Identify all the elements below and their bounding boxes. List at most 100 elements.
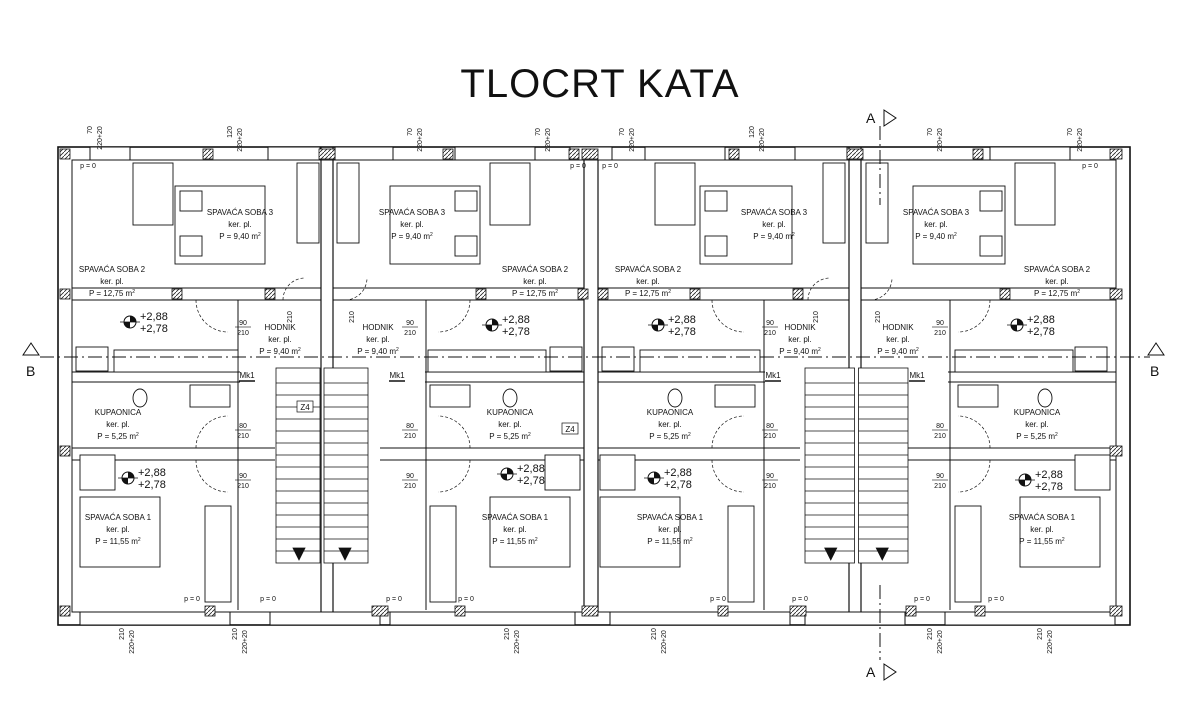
stair-arrow-icon xyxy=(338,547,352,561)
stair-flight xyxy=(323,367,369,564)
door-swings xyxy=(195,277,991,493)
section-lines xyxy=(40,126,1150,660)
room-floor: ker. pl. xyxy=(106,525,130,534)
room-floor: ker. pl. xyxy=(498,420,522,429)
stair-arrow-icon xyxy=(875,547,889,561)
room-name: KUPAONICA xyxy=(95,408,142,417)
parapet-label: p = 0 xyxy=(988,596,1004,603)
room-name: HODNIK xyxy=(264,323,296,332)
window-opening-label: 220+20 xyxy=(417,128,424,152)
room-area: P = 9,40 m2 xyxy=(779,347,821,356)
door-width-label: 90 xyxy=(239,320,247,327)
door-height-label: 210 xyxy=(764,483,776,490)
level-markers xyxy=(118,315,1035,487)
window-sill-label: 70 xyxy=(535,128,542,136)
parapet-label: p = 0 xyxy=(458,596,474,603)
level-marker xyxy=(120,315,140,329)
window-opening-label: 220+20 xyxy=(97,126,104,150)
level-marker xyxy=(497,467,517,481)
room-floor: ker. pl. xyxy=(1025,420,1049,429)
door-width-label: 90 xyxy=(766,320,774,327)
room-name: SPAVAĆA SOBA 2 xyxy=(1024,265,1091,274)
parapet-label: p = 0 xyxy=(570,163,586,170)
window-opening-label: 220+20 xyxy=(1047,630,1054,654)
level-marker xyxy=(1007,318,1027,332)
room-floor: ker. pl. xyxy=(400,220,424,229)
level-marker xyxy=(482,318,502,332)
stair-tag-box xyxy=(561,422,579,435)
room-name: SPAVAĆA SOBA 3 xyxy=(741,208,808,217)
window-opening-label: 220+20 xyxy=(937,128,944,152)
door-height-label: 210 xyxy=(404,330,416,337)
room-floor: ker. pl. xyxy=(523,277,547,286)
door-dim-vertical: 210 xyxy=(813,311,820,323)
door-width-label: 90 xyxy=(936,320,944,327)
door-height-label: 210 xyxy=(237,483,249,490)
room-area: P = 9,40 m2 xyxy=(877,347,919,356)
window-tag: Mk1 xyxy=(765,371,781,380)
stair-tag: Z4 xyxy=(565,425,575,434)
window-tag: Mk1 xyxy=(389,371,405,380)
window-height-label: 210 xyxy=(927,628,934,640)
columns xyxy=(59,148,1123,617)
level-value-bottom: +2,78 xyxy=(668,326,696,338)
door-width-label: 90 xyxy=(239,473,247,480)
room-area: P = 5,25 m2 xyxy=(649,432,691,441)
room-floor: ker. pl. xyxy=(268,335,292,344)
room-name: HODNIK xyxy=(882,323,914,332)
stair-arrow-icon xyxy=(292,547,306,561)
door-height-label: 210 xyxy=(764,330,776,337)
level-value-top: +2,88 xyxy=(140,311,168,323)
level-value-top: +2,88 xyxy=(664,467,692,479)
room-area: P = 12,75 m2 xyxy=(625,289,671,298)
window-height-label: 210 xyxy=(1037,628,1044,640)
level-value-top: +2,88 xyxy=(1035,469,1063,481)
room-name: SPAVAĆA SOBA 1 xyxy=(1009,513,1076,522)
window-tag: Mk1 xyxy=(239,371,255,380)
window-opening-label: 220+20 xyxy=(545,128,552,152)
parapet-label: p = 0 xyxy=(602,163,618,170)
room-name: KUPAONICA xyxy=(647,408,694,417)
window-opening-label: 220+20 xyxy=(759,128,766,152)
room-area: P = 11,55 m2 xyxy=(1019,537,1065,546)
section-markers xyxy=(22,109,1165,681)
level-value-bottom: +2,78 xyxy=(664,479,692,491)
door-width-label: 90 xyxy=(766,473,774,480)
level-value-bottom: +2,78 xyxy=(138,479,166,491)
door-height-label: 210 xyxy=(764,433,776,440)
room-floor: ker. pl. xyxy=(228,220,252,229)
room-area: P = 12,75 m2 xyxy=(1034,289,1080,298)
window-opening-label: 220+20 xyxy=(629,128,636,152)
room-floor: ker. pl. xyxy=(788,335,812,344)
level-marker xyxy=(118,471,138,485)
window-sill-label: 70 xyxy=(1067,128,1074,136)
room-floor: ker. pl. xyxy=(1030,525,1054,534)
room-floor: ker. pl. xyxy=(503,525,527,534)
room-name: SPAVAĆA SOBA 1 xyxy=(85,513,152,522)
interior-walls xyxy=(72,287,1116,610)
stairs xyxy=(275,367,909,564)
room-area: P = 11,55 m2 xyxy=(492,537,538,546)
room-name: SPAVAĆA SOBA 1 xyxy=(482,513,549,522)
level-marker xyxy=(648,318,668,332)
windows xyxy=(79,146,1116,626)
room-floor: ker. pl. xyxy=(658,525,682,534)
room-area: P = 5,25 m2 xyxy=(1016,432,1058,441)
room-area: P = 9,40 m2 xyxy=(357,347,399,356)
room-name: HODNIK xyxy=(784,323,816,332)
room-labels: +2,88+2,78+2,88+2,78+2,88+2,78+2,88+2,78… xyxy=(79,208,1091,546)
room-floor: ker. pl. xyxy=(636,277,660,286)
parapet-label: p = 0 xyxy=(184,596,200,603)
room-name: SPAVAĆA SOBA 3 xyxy=(903,208,970,217)
stair-tag-box xyxy=(296,400,314,413)
window-sill-label: 70 xyxy=(619,128,626,136)
door-width-label: 90 xyxy=(406,473,414,480)
window-sill-label: 120 xyxy=(749,126,756,138)
parapet-label: p = 0 xyxy=(792,596,808,603)
room-floor: ker. pl. xyxy=(1045,277,1069,286)
section-label-b-left: B xyxy=(26,363,35,379)
section-label-b-right: B xyxy=(1150,363,1159,379)
window-sill-label: 70 xyxy=(87,126,94,134)
door-width-label: 80 xyxy=(766,423,774,430)
level-value-bottom: +2,78 xyxy=(517,475,545,487)
